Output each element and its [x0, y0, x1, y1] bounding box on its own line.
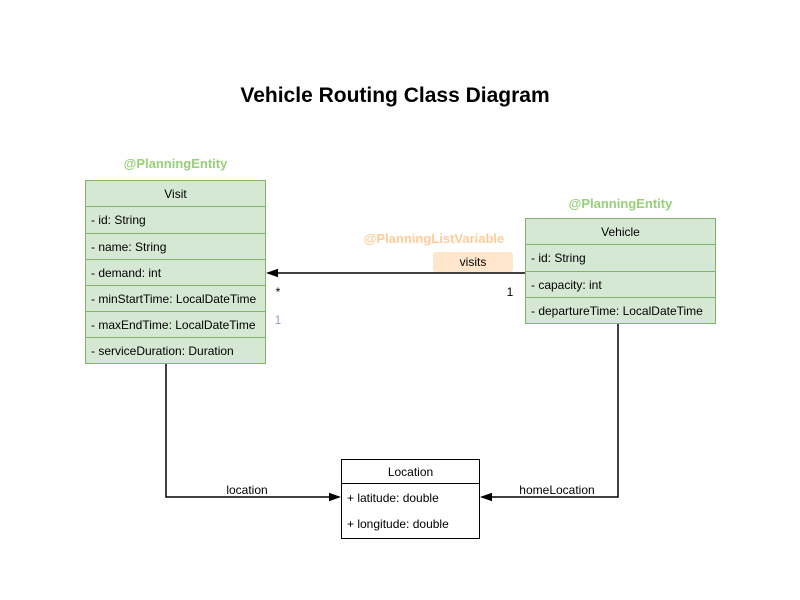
- location-class-name: Location: [342, 460, 479, 484]
- visits-edge-label: visits: [433, 252, 513, 272]
- visit-class-node: Visit - id: String - name: String - dema…: [85, 180, 266, 364]
- visit-attribute-max-end-time: - maxEndTime: LocalDateTime: [86, 311, 265, 337]
- visit-attribute-min-start-time: - minStartTime: LocalDateTime: [86, 285, 265, 311]
- planning-list-variable-annotation: @PlanningListVariable: [363, 231, 505, 246]
- vehicle-attribute-capacity: - capacity: int: [526, 271, 715, 297]
- location-attributes-compartment: + latitude: double + longitude: double: [342, 484, 479, 537]
- visits-multiplicity-source: 1: [506, 285, 514, 299]
- location-arrowhead-icon: [329, 492, 341, 502]
- visit-attribute-service-duration: - serviceDuration: Duration: [86, 337, 265, 363]
- location-edge-line: [165, 362, 339, 498]
- visit-attribute-id: - id: String: [91, 213, 146, 227]
- visit-class-name: Visit: [86, 181, 265, 207]
- vehicle-attribute-departure-time: - departureTime: LocalDateTime: [526, 297, 715, 323]
- visits-arrowhead-icon: [266, 268, 278, 278]
- home-location-edge-line: [482, 322, 619, 498]
- home-location-edge-label: homeLocation: [519, 483, 595, 497]
- visit-attribute-name: - name: String: [86, 233, 265, 259]
- vehicle-attribute-id: - id: String: [531, 251, 586, 265]
- location-attribute-latitude: + latitude: double: [347, 491, 439, 505]
- location-attribute-longitude: + longitude: double: [347, 517, 449, 531]
- vehicle-class-name: Vehicle: [526, 219, 715, 245]
- visit-planning-entity-annotation: @PlanningEntity: [123, 156, 228, 171]
- visits-index-label: 1: [274, 313, 282, 327]
- diagram-title: Vehicle Routing Class Diagram: [240, 84, 550, 107]
- location-class-node: Location + latitude: double + longitude:…: [341, 459, 480, 539]
- location-edge-label: location: [226, 483, 268, 497]
- visit-attribute-demand: - demand: int: [86, 259, 265, 285]
- home-location-arrowhead-icon: [480, 492, 492, 502]
- vehicle-planning-entity-annotation: @PlanningEntity: [568, 196, 673, 211]
- visits-multiplicity-target: *: [275, 285, 281, 299]
- vehicle-class-node: Vehicle - id: String - capacity: int - d…: [525, 218, 716, 324]
